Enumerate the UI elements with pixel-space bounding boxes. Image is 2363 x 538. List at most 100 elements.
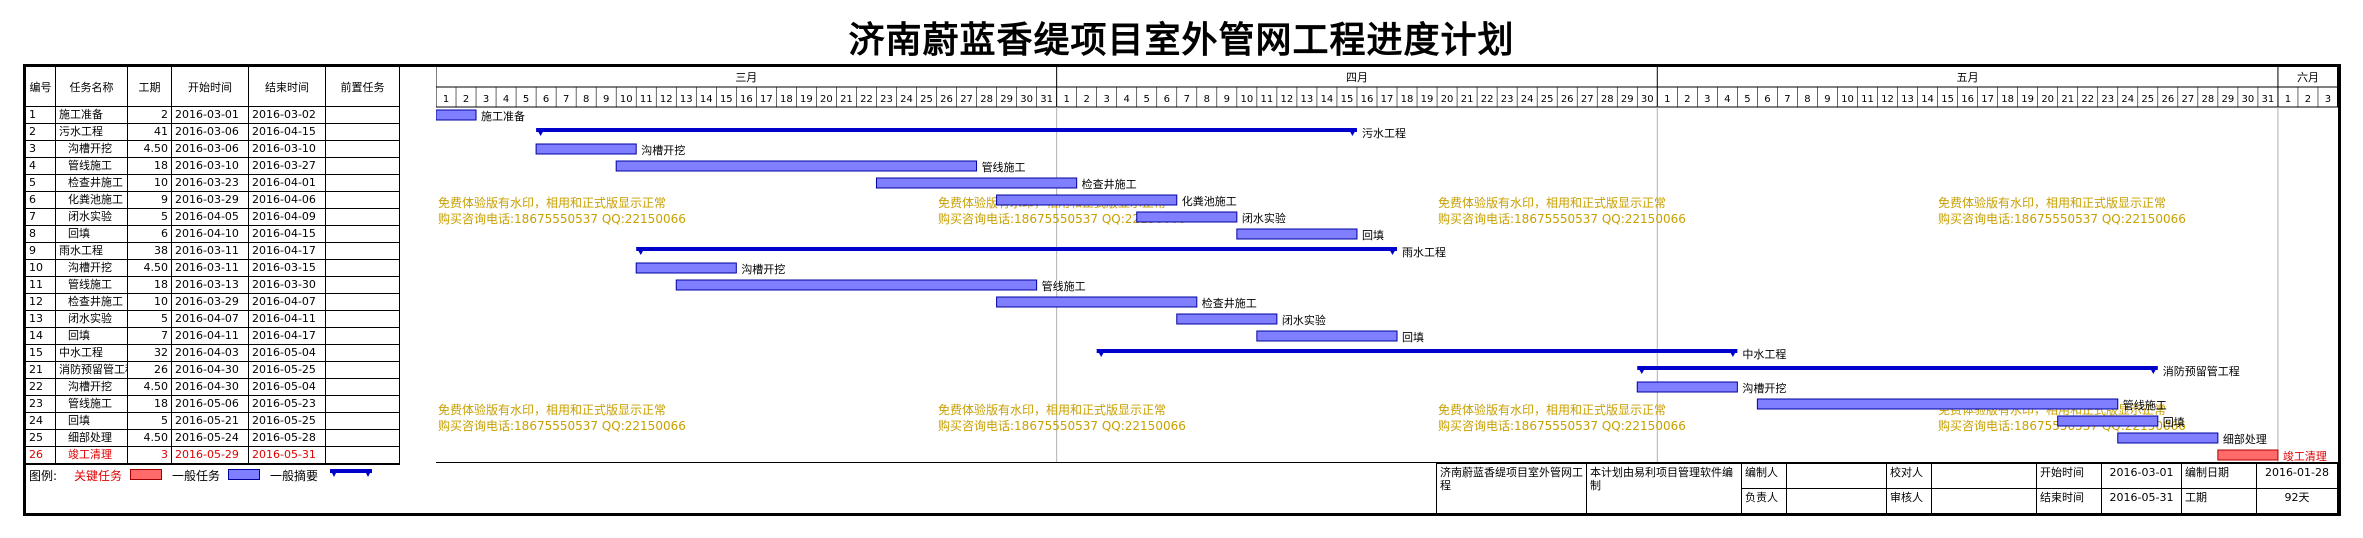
day-label: 31: [1040, 94, 1053, 105]
day-label: 10: [620, 94, 633, 105]
day-label: 21: [1461, 94, 1474, 105]
month-label: 三月: [735, 71, 757, 84]
day-label: 10: [1841, 94, 1854, 105]
task-end: 2016-04-17: [249, 328, 326, 345]
task-name: 检查井施工: [56, 175, 128, 192]
task-name: 化粪池施工: [56, 192, 128, 209]
task-start: 2016-05-24: [172, 430, 249, 447]
task-end: 2016-04-17: [249, 243, 326, 260]
summary-start-marker: [636, 247, 646, 255]
summary-end-marker: [2148, 366, 2158, 374]
task-end: 2016-04-07: [249, 294, 326, 311]
task-bar-label: 化粪池施工: [1182, 194, 1237, 208]
info-owner-label: 负责人: [1741, 488, 1786, 513]
day-label: 18: [780, 94, 793, 105]
task-bar: [535, 143, 637, 155]
day-label: 24: [1521, 94, 1534, 105]
task-name: 回填: [56, 413, 128, 430]
task-bar-label: 中水工程: [1742, 348, 1786, 361]
day-label: 3: [2325, 94, 2331, 105]
task-end: 2016-03-02: [249, 107, 326, 124]
day-label: 26: [2161, 94, 2174, 105]
task-duration: 41: [128, 124, 172, 141]
task-name: 沟槽开挖: [56, 141, 128, 158]
day-label: 25: [920, 94, 933, 105]
task-end: 2016-05-04: [249, 345, 326, 362]
task-pred: [326, 192, 400, 209]
task-name: 细部处理: [56, 430, 128, 447]
day-label: 1: [1664, 94, 1670, 105]
day-label: 20: [2041, 94, 2054, 105]
task-id: 4: [26, 158, 56, 175]
task-bar-label: 检查井施工: [1202, 296, 1257, 310]
task-start: 2016-04-07: [172, 311, 249, 328]
task-duration: 18: [128, 277, 172, 294]
day-label: 23: [880, 94, 893, 105]
info-software: 本计划由易利项目管理软件编制: [1586, 463, 1741, 513]
day-label: 15: [1941, 94, 1954, 105]
summary-bar: [1637, 366, 2158, 370]
summary-end-marker: [1347, 128, 1357, 136]
task-bar-label: 沟槽开挖: [641, 143, 685, 157]
day-label: 14: [700, 94, 713, 105]
day-label: 26: [1561, 94, 1574, 105]
day-label: 8: [1204, 94, 1210, 105]
info-start-value: 2016-03-01: [2101, 463, 2181, 488]
task-duration: 5: [128, 413, 172, 430]
task-start: 2016-03-13: [172, 277, 249, 294]
day-label: 25: [2141, 94, 2154, 105]
day-label: 5: [1744, 94, 1750, 105]
day-label: 2: [1083, 94, 1089, 105]
day-label: 16: [740, 94, 753, 105]
task-end: 2016-04-06: [249, 192, 326, 209]
task-id: 14: [26, 328, 56, 345]
day-label: 7: [563, 94, 569, 105]
task-end: 2016-05-28: [249, 430, 326, 447]
task-id: 2: [26, 124, 56, 141]
task-bar: [675, 279, 1038, 291]
task-start: 2016-03-11: [172, 260, 249, 277]
day-label: 4: [1124, 94, 1130, 105]
task-start: 2016-04-30: [172, 362, 249, 379]
task-end: 2016-05-04: [249, 379, 326, 396]
legend-critical-label: 关键任务: [74, 469, 123, 483]
task-name: 回填: [56, 328, 128, 345]
info-checker-label: 校对人: [1886, 463, 1931, 488]
task-bar: [1236, 228, 1358, 240]
task-id: 22: [26, 379, 56, 396]
day-label: 4: [503, 94, 509, 105]
day-label: 20: [1441, 94, 1454, 105]
day-label: 13: [1301, 94, 1314, 105]
task-name: 雨水工程: [56, 243, 128, 260]
task-duration: 4.50: [128, 379, 172, 396]
task-bar-label: 管线施工: [2123, 398, 2167, 412]
task-id: 9: [26, 243, 56, 260]
day-label: 30: [1020, 94, 1033, 105]
day-label: 17: [760, 94, 773, 105]
day-label: 9: [1224, 94, 1230, 105]
task-duration: 6: [128, 226, 172, 243]
task-bar: [1756, 398, 2119, 410]
day-label: 25: [1541, 94, 1554, 105]
task-bar: [435, 109, 477, 121]
task-bar-label: 雨水工程: [1402, 246, 1446, 259]
task-name: 管线施工: [56, 277, 128, 294]
info-end-label: 结束时间: [2036, 488, 2101, 513]
task-bar: [635, 262, 737, 274]
task-pred: [326, 141, 400, 158]
task-pred: [326, 277, 400, 294]
table-filler: [26, 464, 400, 465]
legend-summary-swatch: [330, 469, 372, 477]
task-id: 10: [26, 260, 56, 277]
task-name: 污水工程: [56, 124, 128, 141]
task-bar: [1176, 313, 1278, 325]
day-label: 19: [1421, 94, 1434, 105]
day-label: 6: [543, 94, 549, 105]
day-label: 30: [2242, 94, 2255, 105]
task-id: 7: [26, 209, 56, 226]
month-label: 四月: [1346, 71, 1368, 84]
legend-label: 图例:: [29, 469, 58, 483]
day-label: 22: [2081, 94, 2094, 105]
task-start: 2016-04-11: [172, 328, 249, 345]
